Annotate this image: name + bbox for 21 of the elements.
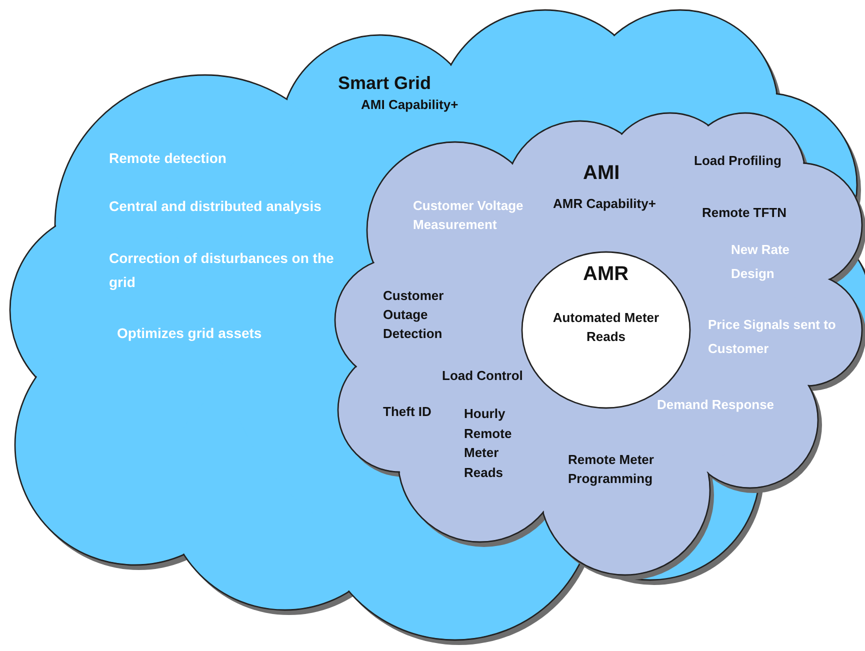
feature-label: Customer Voltage Measurement — [413, 197, 524, 234]
feature-label: Remote Meter Programming — [568, 451, 655, 488]
feature-label: Central and distributed analysis — [109, 198, 322, 215]
feature-label: Load Control — [442, 368, 523, 384]
feature-label: Price Signals sent to Customer — [708, 316, 837, 358]
feature-label: Correction of disturbances on the grid — [109, 249, 334, 292]
feature-label: Remote detection — [109, 150, 226, 167]
feature-label: Remote TFTN — [702, 205, 786, 221]
feature-label: New Rate Design — [731, 241, 791, 283]
feature-label: Automated Meter Reads — [552, 309, 660, 346]
heading: AMR — [583, 262, 629, 286]
feature-label: Theft ID — [383, 404, 432, 420]
feature-label: AMI Capability+ — [361, 97, 458, 113]
heading: AMI — [583, 161, 620, 185]
feature-label: Hourly Remote Meter Reads — [464, 405, 513, 482]
feature-label: Load Profiling — [694, 153, 782, 169]
feature-label: AMR Capability+ — [553, 196, 656, 212]
feature-label: Demand Response — [657, 397, 774, 413]
feature-label: Optimizes grid assets — [117, 325, 262, 342]
feature-label: Customer Outage Detection — [383, 287, 445, 343]
heading: Smart Grid — [338, 73, 432, 95]
